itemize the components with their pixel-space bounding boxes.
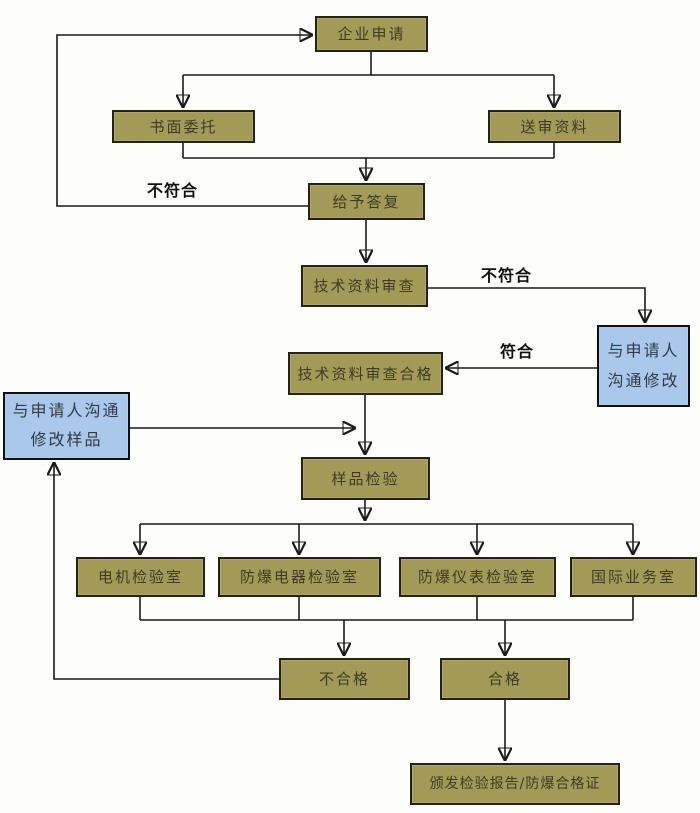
node-explosion-proof-electrical-lab: 防爆电器检验室 bbox=[218, 557, 381, 597]
node-give-reply: 给予答复 bbox=[308, 183, 425, 220]
connector-unqualified-to-modify-sample bbox=[54, 464, 279, 680]
node-unqualified: 不合格 bbox=[279, 658, 410, 700]
edge-label-noncompliant-right: 不符合 bbox=[481, 266, 533, 285]
node-issue-report-certificate: 颁发检验报告/防爆合格证 bbox=[410, 763, 620, 805]
node-communicate-modify-sample: 与申请人沟通 修改样品 bbox=[3, 392, 130, 460]
node-explosion-proof-instrument-lab: 防爆仪表检验室 bbox=[399, 557, 556, 597]
node-technical-data-review: 技术资料审查 bbox=[301, 265, 428, 307]
node-qualified: 合格 bbox=[440, 658, 570, 700]
node-technical-data-review-qualified: 技术资料审查合格 bbox=[288, 352, 443, 395]
node-motor-inspection-lab: 电机检验室 bbox=[76, 557, 205, 597]
node-sample-inspection: 样品检验 bbox=[301, 457, 430, 500]
edge-label-noncompliant-top: 不符合 bbox=[147, 181, 199, 200]
edge-label-compliant: 符合 bbox=[500, 342, 535, 361]
node-submission-materials: 送审资料 bbox=[488, 110, 621, 143]
node-communicate-with-applicant-modify: 与申请人 沟通修改 bbox=[597, 325, 690, 407]
node-enterprise-application: 企业申请 bbox=[315, 16, 428, 52]
connector-noncompliant-to-communicate bbox=[428, 287, 645, 321]
node-written-commission: 书面委托 bbox=[112, 110, 255, 143]
connector-noncompliant-feedback-loop bbox=[56, 35, 311, 207]
node-international-business-office: 国际业务室 bbox=[570, 557, 697, 597]
